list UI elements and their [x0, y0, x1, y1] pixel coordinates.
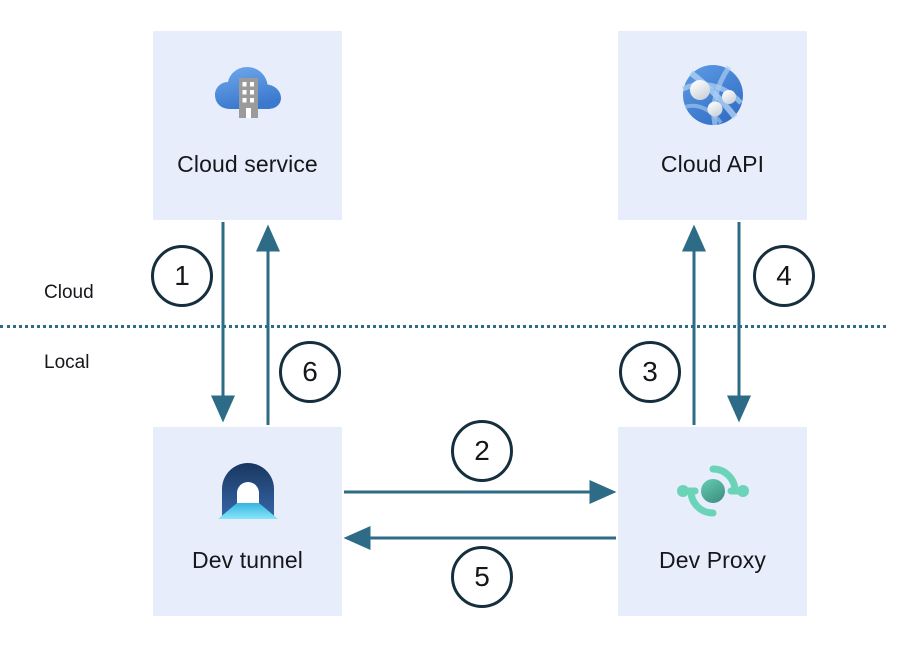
node-cloud-api[interactable]: Cloud API: [618, 31, 807, 220]
node-label-dev-tunnel: Dev tunnel: [192, 547, 303, 573]
step-badge-5[interactable]: 5: [451, 546, 513, 608]
cloud-service-icon: [212, 59, 284, 131]
node-label-cloud-service: Cloud service: [177, 151, 318, 177]
tunnel-icon: [212, 455, 284, 527]
node-label-cloud-api: Cloud API: [660, 151, 765, 177]
zone-label-local: Local: [44, 352, 90, 373]
step-badge-3[interactable]: 3: [619, 341, 681, 403]
node-dev-tunnel[interactable]: Dev tunnel: [153, 427, 342, 616]
globe-api-icon: [677, 59, 749, 131]
node-cloud-service[interactable]: Cloud service: [153, 31, 342, 220]
node-dev-proxy[interactable]: Dev Proxy: [618, 427, 807, 616]
step-badge-2[interactable]: 2: [451, 420, 513, 482]
step-badge-6[interactable]: 6: [279, 341, 341, 403]
node-label-dev-proxy: Dev Proxy: [659, 547, 766, 573]
step-badge-1[interactable]: 1: [151, 245, 213, 307]
zone-label-cloud: Cloud: [44, 282, 94, 303]
cloud-local-divider: [0, 325, 886, 328]
dev-proxy-icon: [676, 455, 749, 527]
step-badge-4[interactable]: 4: [753, 245, 815, 307]
